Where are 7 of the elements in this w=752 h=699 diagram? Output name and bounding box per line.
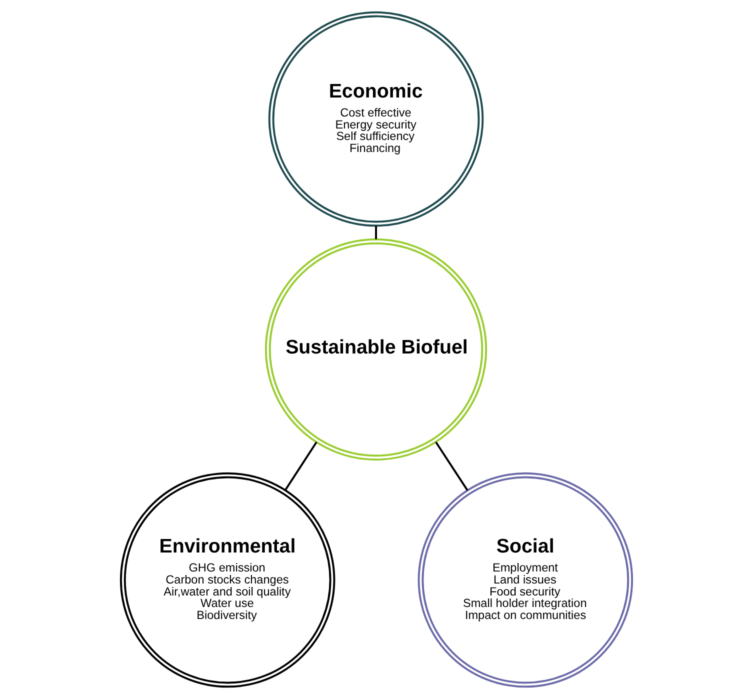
connector [434,442,468,491]
connector [284,442,317,490]
node-circle: Environmental GHG emission Carbon stocks changes Air,water and soil quality Water use Biodiversity [119,472,335,688]
connector [374,226,376,240]
node-circle: Economic Cost effective Energy security Self sufficiency Financing [268,11,484,227]
node-circle: Sustainable Biofuel [264,238,487,461]
node-circle: Social Employment Land issues Food security Small holder integration Impact on communities [417,472,633,688]
